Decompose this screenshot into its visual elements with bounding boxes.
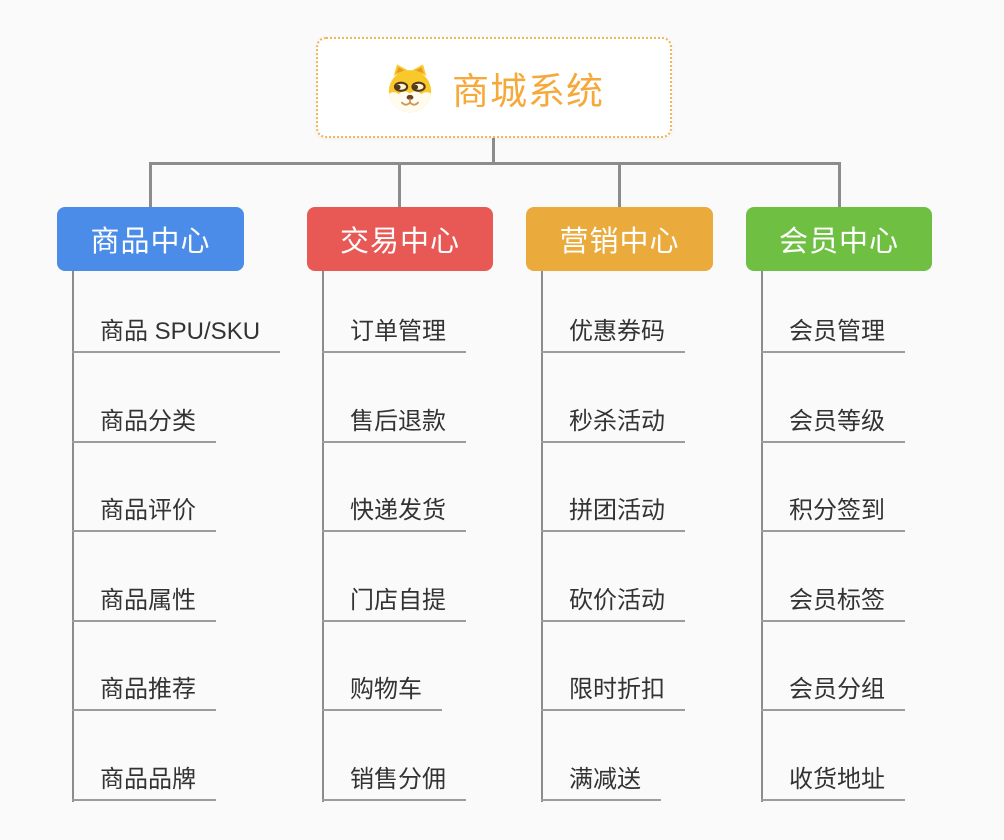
branch-label: 营销中心 — [559, 226, 680, 258]
branch-label: 会员中心 — [778, 226, 899, 258]
connector-drop-member — [838, 162, 841, 207]
leaf-node[interactable]: 满减送 — [541, 761, 661, 801]
leaf-node[interactable]: 会员管理 — [761, 313, 905, 353]
root-title: 商城系统 — [452, 70, 604, 112]
leaf-node[interactable]: 售后退款 — [322, 403, 466, 443]
leaf-node[interactable]: 会员标签 — [761, 582, 905, 622]
dog-face-icon — [388, 63, 432, 112]
leaf-node[interactable]: 拼团活动 — [541, 492, 685, 532]
leaf-node[interactable]: 销售分佣 — [322, 761, 466, 801]
connector-drop-product — [149, 162, 152, 207]
connector-horizontal-bar — [149, 162, 841, 165]
branch-box-product[interactable]: 商品中心 — [57, 207, 244, 271]
leaf-node[interactable]: 积分签到 — [761, 492, 905, 532]
leaf-node[interactable]: 商品 SPU/SKU — [72, 313, 281, 353]
leaf-node[interactable]: 商品分类 — [72, 403, 216, 443]
leaf-node[interactable]: 收货地址 — [761, 761, 905, 801]
leaf-node[interactable]: 秒杀活动 — [541, 403, 685, 443]
trunk-member — [761, 271, 763, 802]
leaf-node[interactable]: 商品推荐 — [72, 671, 216, 711]
connector-root-stub — [492, 136, 495, 165]
root-node-mall-system[interactable]: 商城系统 — [316, 37, 672, 138]
connector-drop-marketing — [618, 162, 621, 207]
connector-drop-trade — [398, 162, 401, 207]
leaf-node[interactable]: 会员等级 — [761, 403, 905, 443]
leaf-node[interactable]: 限时折扣 — [541, 671, 685, 711]
leaf-node[interactable]: 会员分组 — [761, 671, 905, 711]
branch-label: 交易中心 — [339, 226, 460, 258]
trunk-marketing — [541, 271, 543, 802]
leaf-node[interactable]: 砍价活动 — [541, 582, 685, 622]
trunk-product — [72, 271, 74, 802]
trunk-trade — [322, 271, 324, 802]
branch-label: 商品中心 — [90, 226, 211, 258]
leaf-node[interactable]: 商品评价 — [72, 492, 216, 532]
leaf-node[interactable]: 商品属性 — [72, 582, 216, 622]
leaf-node[interactable]: 订单管理 — [322, 313, 466, 353]
branch-box-marketing[interactable]: 营销中心 — [526, 207, 713, 271]
leaf-node[interactable]: 购物车 — [322, 671, 442, 711]
leaf-node[interactable]: 门店自提 — [322, 582, 466, 622]
branch-box-member[interactable]: 会员中心 — [746, 207, 932, 271]
leaf-node[interactable]: 优惠券码 — [541, 313, 685, 353]
leaf-node[interactable]: 快递发货 — [322, 492, 466, 532]
leaf-node[interactable]: 商品品牌 — [72, 761, 216, 801]
branch-box-trade[interactable]: 交易中心 — [307, 207, 493, 271]
